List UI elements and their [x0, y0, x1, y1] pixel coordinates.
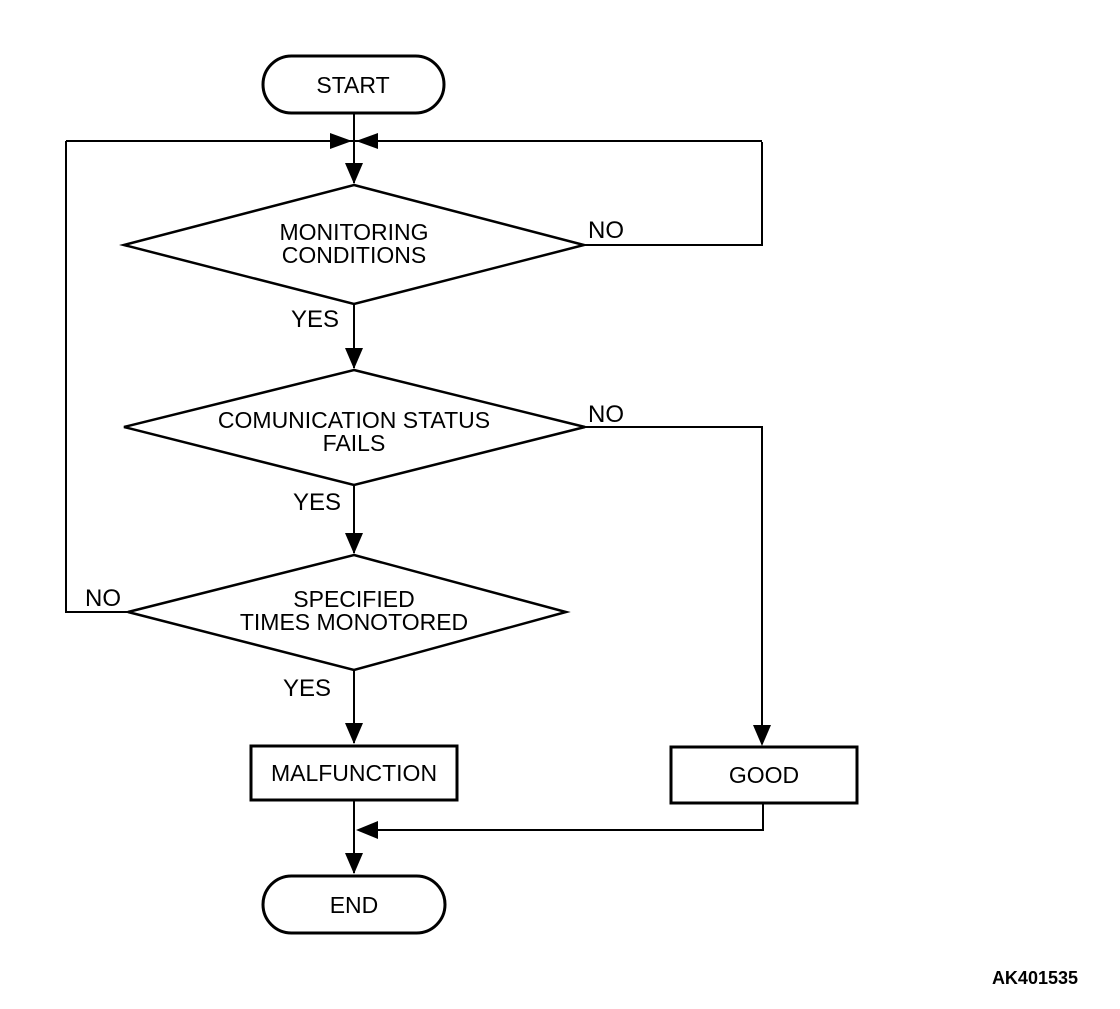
- decision-specified-times-monitored: [127, 553, 571, 672]
- specified-label-line1: SPECIFIED: [293, 586, 414, 612]
- malfunction-node: [249, 744, 459, 802]
- specified-no-label: NO: [85, 585, 121, 612]
- arrowhead-into-communication-icon: [345, 348, 363, 369]
- start-node: [261, 54, 446, 115]
- figure-code: AK401535: [992, 968, 1078, 988]
- flowline-monitoring-no-loop: [584, 142, 763, 246]
- good-node: [669, 745, 859, 805]
- junction-arrowhead-right-icon: [356, 133, 378, 149]
- arrowhead-into-end-icon: [345, 853, 363, 874]
- communication-label-line2: FAILS: [323, 430, 386, 456]
- monitoring-yes-label: YES: [291, 306, 339, 333]
- communication-label-line1: COMUNICATION STATUS: [218, 407, 490, 433]
- monitoring-label-line2: CONDITIONS: [282, 242, 426, 268]
- communication-no-label: NO: [588, 401, 624, 428]
- end-label: END: [330, 892, 379, 918]
- flowline-communication-no: [585, 426, 763, 744]
- arrowhead-into-good-icon: [753, 725, 771, 746]
- specified-label-line2: TIMES MONOTORED: [240, 609, 468, 635]
- malfunction-label: MALFUNCTION: [271, 760, 437, 786]
- end-node: [261, 874, 447, 935]
- arrowhead-merge-left-icon: [356, 821, 378, 839]
- monitoring-label-line1: MONITORING: [279, 219, 428, 245]
- arrowhead-into-specified-icon: [345, 533, 363, 554]
- arrowhead-into-malfunction-icon: [345, 723, 363, 744]
- communication-yes-label: YES: [293, 489, 341, 516]
- flowline-good-to-merge: [377, 803, 764, 831]
- arrowhead-into-monitoring-icon: [345, 163, 363, 184]
- specified-yes-label: YES: [283, 675, 331, 702]
- decision-monitoring-conditions: [119, 183, 589, 306]
- decision-communication-status-fails: [123, 368, 586, 487]
- monitoring-no-label: NO: [588, 217, 624, 244]
- start-label: START: [316, 72, 389, 98]
- flowline-specified-no-loop: [65, 141, 128, 613]
- good-label: GOOD: [729, 762, 799, 788]
- junction-arrowhead-left-icon: [330, 133, 352, 149]
